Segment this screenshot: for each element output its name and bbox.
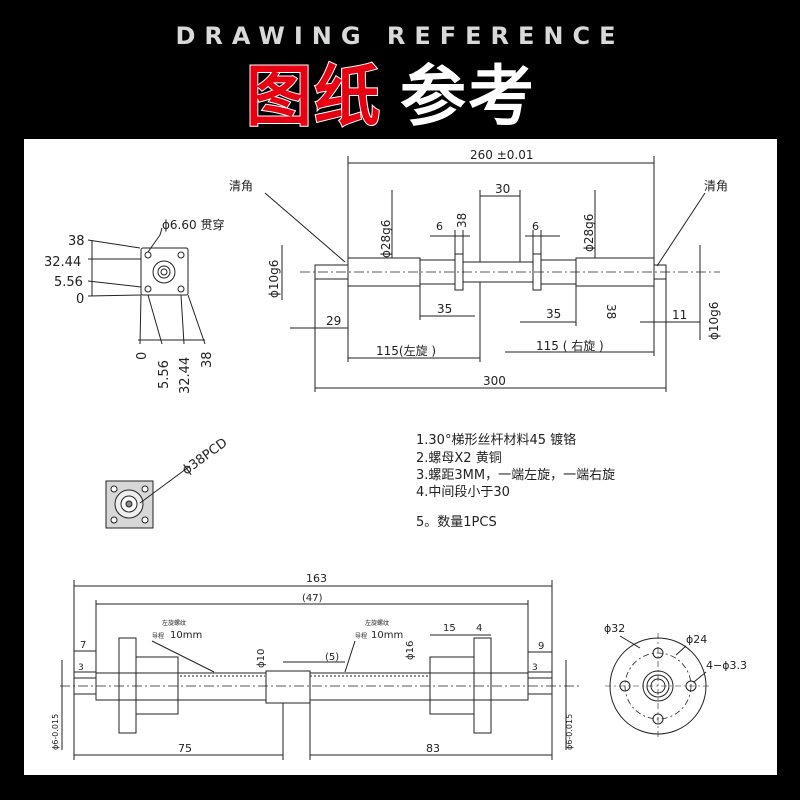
dim-29: 29: [326, 314, 341, 328]
chamfer-right-leader: [656, 192, 706, 267]
dia-16: ϕ16: [405, 641, 416, 660]
vdim-32-44: 32.44: [44, 255, 81, 270]
note-2: 2.螺母X2 黄铜: [416, 451, 502, 466]
hdim-38: 38: [200, 351, 215, 368]
dia-tol-left: ϕ6-0.015: [51, 714, 60, 750]
drawing-sheet: 260 ±0.01 30 38 6 6 ϕ28g6 ϕ28g6 ϕ10g6 ϕ1…: [24, 139, 777, 775]
page-title: 图纸 参考: [0, 57, 800, 136]
hole-label: ϕ6.60 贯穿: [162, 217, 224, 232]
hdim-32-44: 32.44: [178, 357, 193, 394]
round-flange-view: ϕ32 ϕ24 4−ϕ3.3: [604, 622, 747, 740]
pitch-left-value: 10mm: [170, 630, 202, 641]
dim-35-left: 35: [437, 302, 452, 316]
dim-83: 83: [426, 742, 440, 755]
dim-5: (5): [325, 652, 339, 663]
note-3: 3.螺距3MM，一端左旋，一端右旋: [416, 468, 615, 483]
dia-10g6-right: ϕ10g6: [707, 302, 721, 340]
title-red: 图纸: [245, 57, 382, 136]
note-5: 5。数量1PCS: [416, 515, 497, 530]
pitch-right-value: 10mm: [371, 630, 403, 641]
dim-38-top: 38: [455, 213, 469, 228]
pcd-label: ϕ38PCD: [180, 436, 231, 479]
chamfer-left-label: 清角: [229, 179, 253, 193]
vdim-0: 0: [76, 292, 84, 307]
dim-115-right: 115 ( 右旋 ): [536, 338, 604, 353]
holes-label: 4−ϕ3.3: [706, 659, 747, 672]
chamfer-left-leader: [264, 192, 346, 263]
dim-115-left: 115(左旋 ): [376, 343, 436, 358]
dim-75: 75: [178, 742, 192, 755]
dim-11: 11: [672, 308, 687, 322]
dim-6-right: 6: [532, 220, 539, 233]
dia-tol-right: ϕ6-0.015: [565, 714, 574, 750]
pcd-flange-view: ϕ38PCD: [105, 436, 231, 529]
pcd-leader: [139, 465, 191, 504]
dim-163: 163: [306, 572, 327, 585]
note-4: 4.中间段小于30: [416, 485, 510, 500]
nut-flange-left-b: [118, 637, 137, 734]
dim-260: 260 ±0.01: [470, 148, 534, 162]
dia-28g6-right: ϕ28g6: [582, 214, 596, 252]
dia-24: ϕ24: [686, 633, 707, 646]
title-white: 参考: [400, 58, 536, 135]
dim-7: 7: [80, 640, 86, 651]
thread-right-b: [309, 672, 529, 701]
shaft-end-right-b: [527, 677, 553, 695]
bottom-lead-screw-drawing: 163 (47) 7 3 15 4 9 3 ϕ10 (5) ϕ16 左旋螺纹 导…: [51, 572, 580, 760]
square-flange-view: ϕ6.60 贯穿 38 32.44 5.56 0 0 5.56 32.44 38: [44, 217, 224, 394]
thread-left-b: [95, 672, 267, 701]
vdim-38: 38: [68, 234, 85, 249]
dim-15: 15: [443, 623, 456, 634]
vdim-5-56: 5.56: [54, 275, 83, 290]
hdim-0: 0: [135, 352, 150, 360]
nut-body-left-b: [135, 656, 179, 715]
pitch-right-label: 导程: [355, 632, 367, 640]
flange-outline: [140, 247, 189, 296]
dim-9: 9: [538, 641, 544, 652]
notes: 1.30°梯形丝杆材料45 镀铬 2.螺母X2 黄铜 3.螺距3MM，一端左旋，…: [416, 432, 615, 530]
thread-left-label: 左旋螺纹: [162, 619, 186, 627]
dim-35-right: 35: [546, 307, 561, 321]
top-lead-screw-drawing: 260 ±0.01 30 38 6 6 ϕ28g6 ϕ28g6 ϕ10g6 ϕ1…: [229, 148, 728, 392]
dim-47: (47): [302, 593, 323, 604]
dim-30: 30: [495, 182, 510, 196]
dia-10g6-left: ϕ10g6: [267, 260, 281, 298]
dia-10: ϕ10: [256, 649, 267, 668]
nut-body-right-b: [429, 656, 475, 715]
nut-flange-right-b: [473, 637, 492, 734]
thread-right-label: 左旋螺纹: [365, 619, 389, 627]
dia-28g6-left: ϕ28g6: [379, 220, 393, 258]
dim-38-right: 38: [604, 304, 618, 319]
dim-3-right: 3: [532, 663, 538, 673]
dia-32: ϕ32: [604, 622, 625, 635]
shaft-middle-b: [265, 670, 311, 704]
hdim-5-56: 5.56: [157, 360, 172, 389]
pitch-left-label: 导程: [152, 632, 164, 640]
dim-300: 300: [483, 374, 506, 388]
dim-3-left: 3: [78, 663, 84, 673]
drawing-canvas: 260 ±0.01 30 38 6 6 ϕ28g6 ϕ28g6 ϕ10g6 ϕ1…: [44, 148, 747, 760]
note-1: 1.30°梯形丝杆材料45 镀铬: [416, 432, 576, 448]
dim-6-left: 6: [436, 220, 443, 233]
dim-4: 4: [476, 623, 482, 634]
header-english: DRAWING REFERENCE: [175, 22, 625, 50]
chamfer-right-label: 清角: [704, 179, 728, 193]
